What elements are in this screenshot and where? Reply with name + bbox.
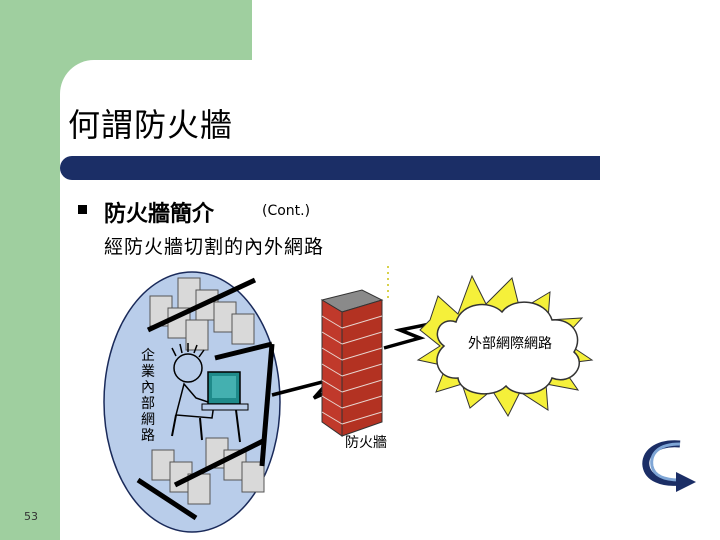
slide-number: 53 bbox=[24, 510, 38, 523]
slide-title: 何謂防火牆 bbox=[68, 106, 234, 144]
internal-label-char: 路 bbox=[141, 428, 155, 444]
section-heading: 防火牆簡介 bbox=[104, 202, 215, 227]
internal-network-label: 企 業 內 部 網 路 bbox=[141, 347, 155, 444]
cable-firewall-to-internet bbox=[383, 320, 441, 350]
user-at-computer-illustration bbox=[171, 343, 249, 443]
firewall-label: 防火牆 bbox=[345, 435, 387, 451]
internal-label-char: 網 bbox=[141, 412, 155, 428]
internet-label: 外部網際網路 bbox=[468, 336, 552, 352]
title-bar bbox=[60, 156, 600, 180]
left-green-strip bbox=[0, 190, 60, 540]
firewall-wall bbox=[320, 289, 384, 437]
bullet-square-icon bbox=[78, 205, 87, 214]
network-bus-lines bbox=[136, 277, 275, 521]
internal-label-char: 部 bbox=[141, 396, 155, 412]
server-group-top bbox=[149, 277, 255, 351]
return-arrow-icon bbox=[642, 440, 696, 492]
internal-label-char: 內 bbox=[141, 380, 155, 396]
heading-note: (Cont.) bbox=[262, 203, 311, 219]
internal-label-char: 企 bbox=[141, 347, 155, 364]
internet-cloud bbox=[436, 301, 580, 395]
internal-label-char: 業 bbox=[141, 364, 155, 380]
section-subtitle: 經防火牆切割的內外網路 bbox=[104, 236, 325, 258]
